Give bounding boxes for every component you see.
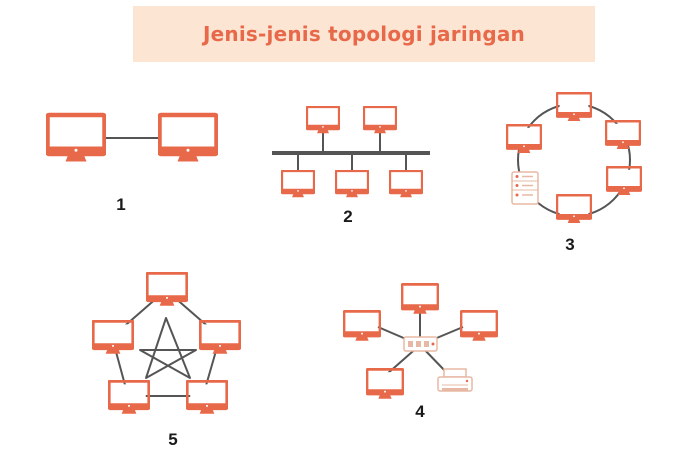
- monitor-icon: [48, 115, 105, 162]
- monitor-icon: [389, 170, 423, 199]
- monitor-icon: [605, 120, 641, 151]
- monitor-icon: [363, 106, 397, 135]
- topology-4-star: 4: [343, 283, 498, 421]
- title-banner: Jenis-jenis topologi jaringan: [133, 6, 595, 62]
- monitor-icon: [506, 124, 542, 155]
- monitor-icon: [306, 106, 340, 135]
- monitor-icon: [460, 310, 498, 343]
- topology-number-4: 4: [415, 402, 425, 421]
- monitor-icon: [366, 368, 404, 401]
- printer-icon: [437, 368, 473, 392]
- topology-number-3: 3: [565, 235, 574, 254]
- monitor-icon: [108, 380, 150, 416]
- topology-number-1: 1: [116, 195, 125, 214]
- monitor-icon: [160, 115, 217, 162]
- monitor-icon: [186, 380, 228, 416]
- topology-1-point-to-point: 1: [48, 115, 217, 214]
- monitor-icon: [556, 92, 592, 123]
- monitor-icon: [401, 283, 439, 316]
- server-icon: [511, 171, 539, 205]
- topology-5-mesh: 5: [92, 272, 241, 449]
- monitor-icon: [146, 272, 188, 308]
- monitor-icon: [92, 320, 134, 356]
- topology-2-bus: 2: [272, 106, 430, 226]
- monitor-icon: [556, 194, 592, 225]
- monitor-icon: [199, 320, 241, 356]
- monitor-icon: [343, 310, 381, 343]
- monitor-icon: [335, 170, 369, 199]
- monitor-icon: [606, 166, 642, 197]
- page-title: Jenis-jenis topologi jaringan: [203, 22, 525, 46]
- hub-icon: [403, 336, 438, 352]
- topology-3-ring: 3: [506, 92, 642, 254]
- mesh-star: [139, 317, 197, 379]
- topology-number-5: 5: [168, 430, 177, 449]
- monitor-icon: [281, 170, 315, 199]
- topology-number-2: 2: [343, 207, 352, 226]
